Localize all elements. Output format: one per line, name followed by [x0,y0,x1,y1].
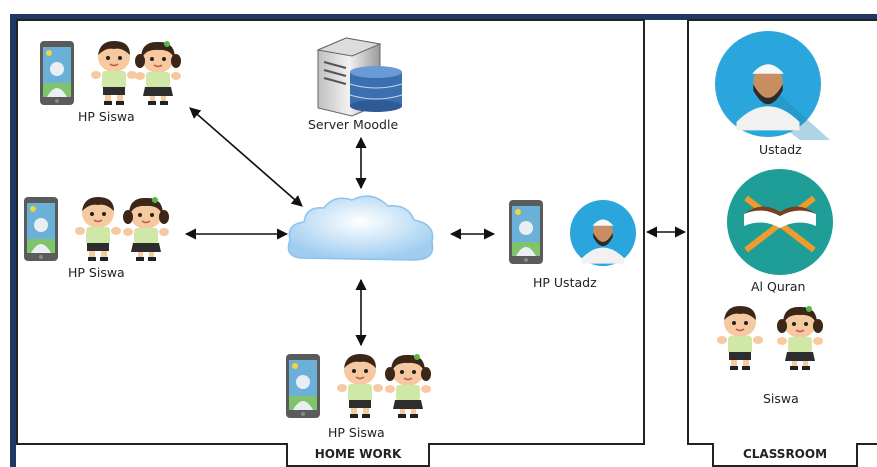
hp-siswa-mid-label: HP Siswa [68,265,125,280]
frame-left-bar [10,14,16,467]
hp-ustadz-label: HP Ustadz [533,275,597,290]
hp-siswa-bottom-icon [286,353,432,419]
home-work-tab: HOME WORK [286,443,430,467]
server-label: Server Moodle [308,117,399,132]
ustadz-icon [715,31,830,140]
siswa-icon [716,305,824,371]
hp-ustadz-icon [509,200,636,266]
quran-icon [727,169,833,275]
hp-siswa-top-label: HP Siswa [78,109,135,124]
hp-siswa-bottom-label: HP Siswa [328,425,385,440]
arrow-siswa-top-cloud [189,107,303,207]
ustadz-label: Ustadz [759,142,802,157]
classroom-tab: CLASSROOM [712,443,858,467]
siswa-label: Siswa [763,391,799,406]
al-quran-label: Al Quran [751,279,806,294]
server-icon [316,37,403,117]
hp-siswa-mid-icon [24,196,170,262]
frame-top-bar [10,14,877,20]
hp-siswa-top-icon [40,40,182,106]
cloud-icon [287,195,434,261]
